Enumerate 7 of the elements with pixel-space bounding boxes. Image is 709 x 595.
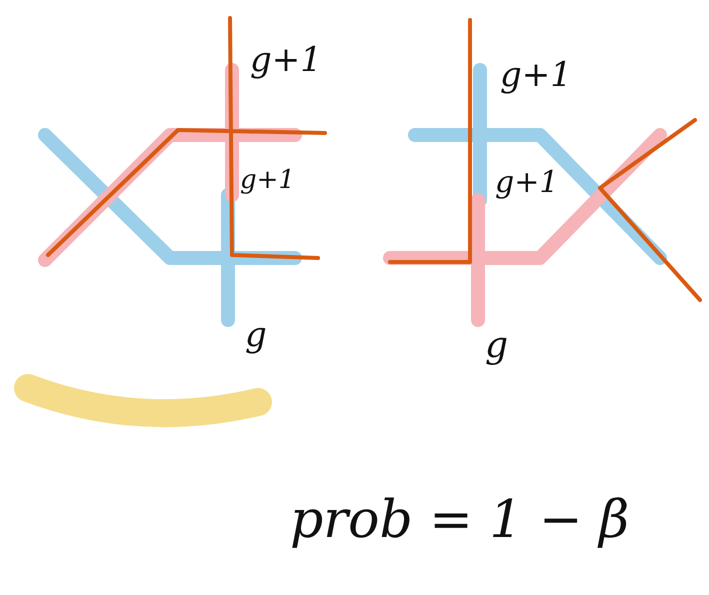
sketch-label: g+1 — [500, 55, 572, 95]
sketch-label: g+1 — [240, 165, 295, 195]
sketch-label: g+1 — [250, 40, 322, 80]
formula-text: prob = 1 − β — [290, 490, 630, 550]
sketch-label: g — [485, 325, 508, 366]
sketch-label: g — [245, 315, 267, 355]
sketch-label: g+1 — [495, 165, 558, 200]
